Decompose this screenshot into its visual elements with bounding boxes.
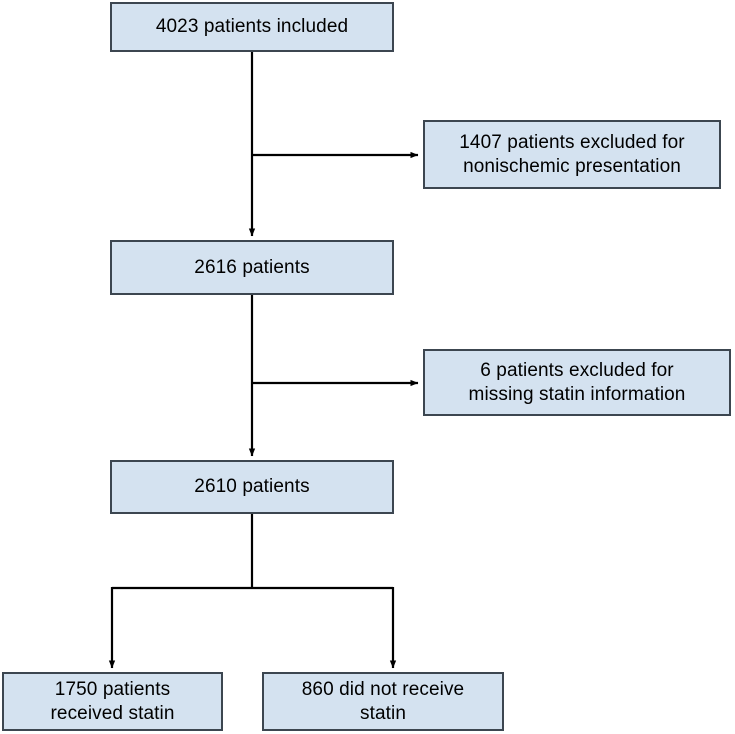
connector-2610-split <box>108 514 397 669</box>
node-included-line1: 4023 patients included <box>155 16 349 38</box>
node-excluded-missing-statin-line2: missing statin information <box>468 383 686 405</box>
node-received-statin-line1: 1750 patients <box>54 679 171 701</box>
node-excluded-nonischemic-line1: 1407 patients excluded for <box>459 132 685 154</box>
node-no-statin-line2: statin <box>359 702 406 724</box>
node-cohort-2616-line1: 2616 patients <box>194 256 310 278</box>
node-excluded-missing-statin-line1: 6 patients excluded for <box>480 360 674 382</box>
node-cohort-2610[interactable]: 2610 patients <box>110 460 394 514</box>
node-cohort-2616[interactable]: 2616 patients <box>110 240 394 295</box>
node-patients-included[interactable]: 4023 patients included <box>110 2 394 52</box>
node-received-statin-line2: received statin <box>50 702 175 724</box>
node-cohort-2610-line1: 2610 patients <box>194 476 310 498</box>
node-no-statin-line1: 860 did not receive <box>301 679 465 701</box>
node-excluded-nonischemic-line2: nonischemic presentation <box>463 155 681 177</box>
